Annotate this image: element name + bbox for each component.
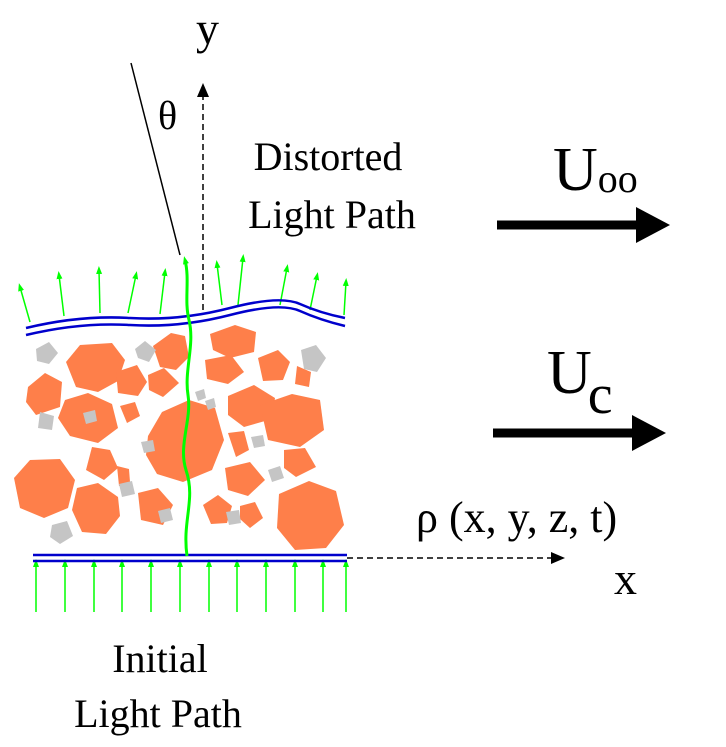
distorted-path-label-line1: Distorted [254,134,403,179]
theta-label: θ [158,93,177,138]
outgoing-light-arrows [18,254,349,323]
deflection-line [130,62,181,256]
initial-path-label-line2: Light Path [74,691,242,736]
distorted-light-ray [181,256,193,557]
convective-velocity-arrowhead [632,415,666,451]
free-stream-velocity-symbol: Uoo [553,136,638,204]
density-field-label: ρ (x, y, z, t) [416,493,617,542]
turbulent-eddies-large [14,325,344,550]
x-axis-label: x [614,553,637,604]
initial-path-label-line1: Initial [112,636,208,681]
initial-boundary [33,553,347,563]
distorted-boundary [25,299,346,337]
convective-velocity-symbol: Uc [547,339,613,426]
incoming-light-arrows [33,559,349,612]
free-stream-velocity-arrowhead [636,207,670,243]
y-axis-label: y [196,3,219,54]
turbulent-eddies-small [36,341,326,544]
distorted-path-label-line2: Light Path [248,192,416,237]
